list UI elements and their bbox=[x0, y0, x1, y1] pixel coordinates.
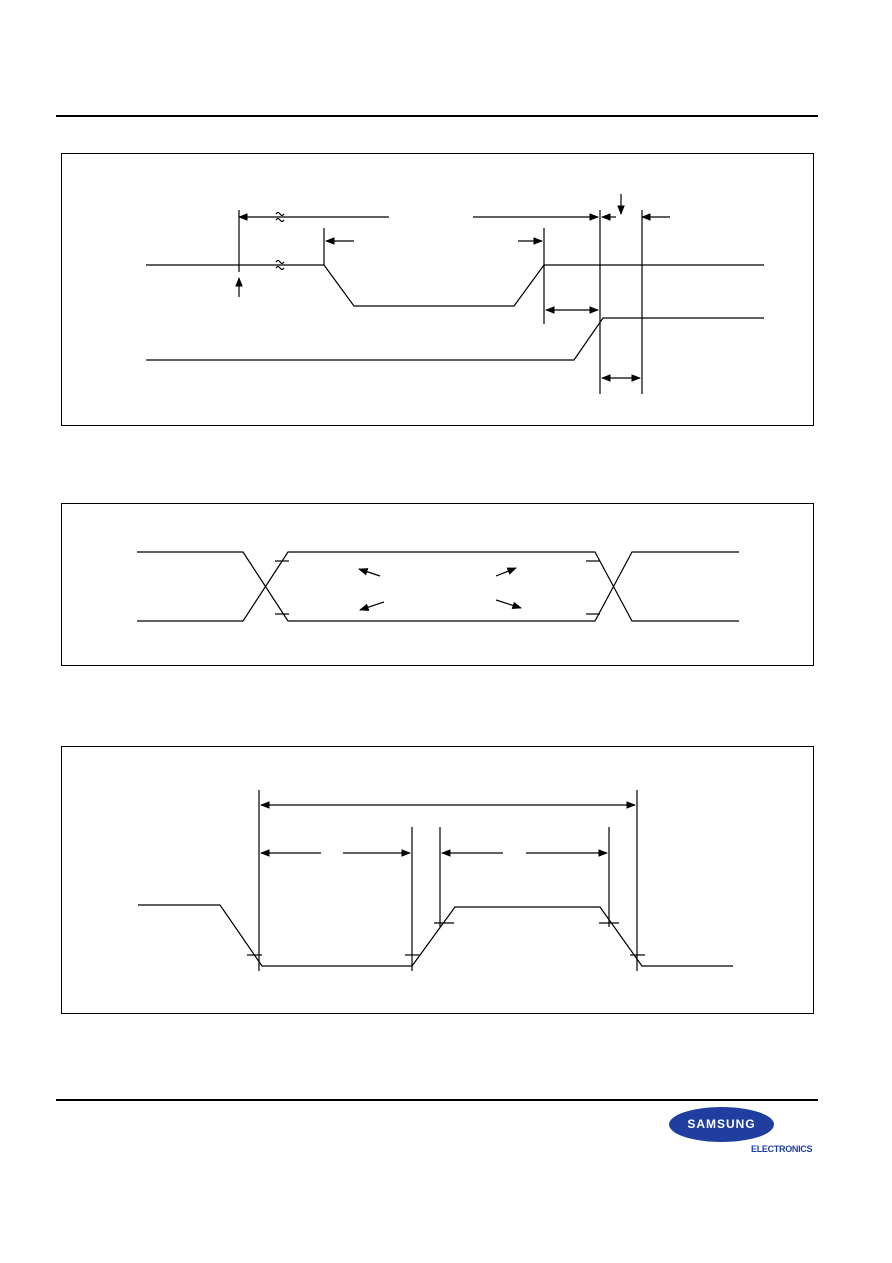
waveform-upper bbox=[146, 264, 764, 307]
waveform-bottom bbox=[137, 551, 739, 622]
header-rule bbox=[56, 115, 818, 117]
logo-subtitle: ELECTRONICS bbox=[751, 1144, 813, 1154]
samsung-logo: SAMSUNG ELECTRONICS bbox=[667, 1107, 817, 1157]
pulse-waveform bbox=[138, 904, 733, 967]
waveform-lower bbox=[146, 317, 764, 361]
waveform-top bbox=[137, 551, 739, 622]
logo-oval bbox=[669, 1107, 774, 1142]
timing-diagram-1 bbox=[61, 153, 814, 426]
footer-rule bbox=[56, 1099, 818, 1101]
timing-diagram-3 bbox=[61, 746, 814, 1014]
logo-brand: SAMSUNG bbox=[687, 1117, 756, 1131]
timing-diagram-2 bbox=[61, 503, 814, 666]
